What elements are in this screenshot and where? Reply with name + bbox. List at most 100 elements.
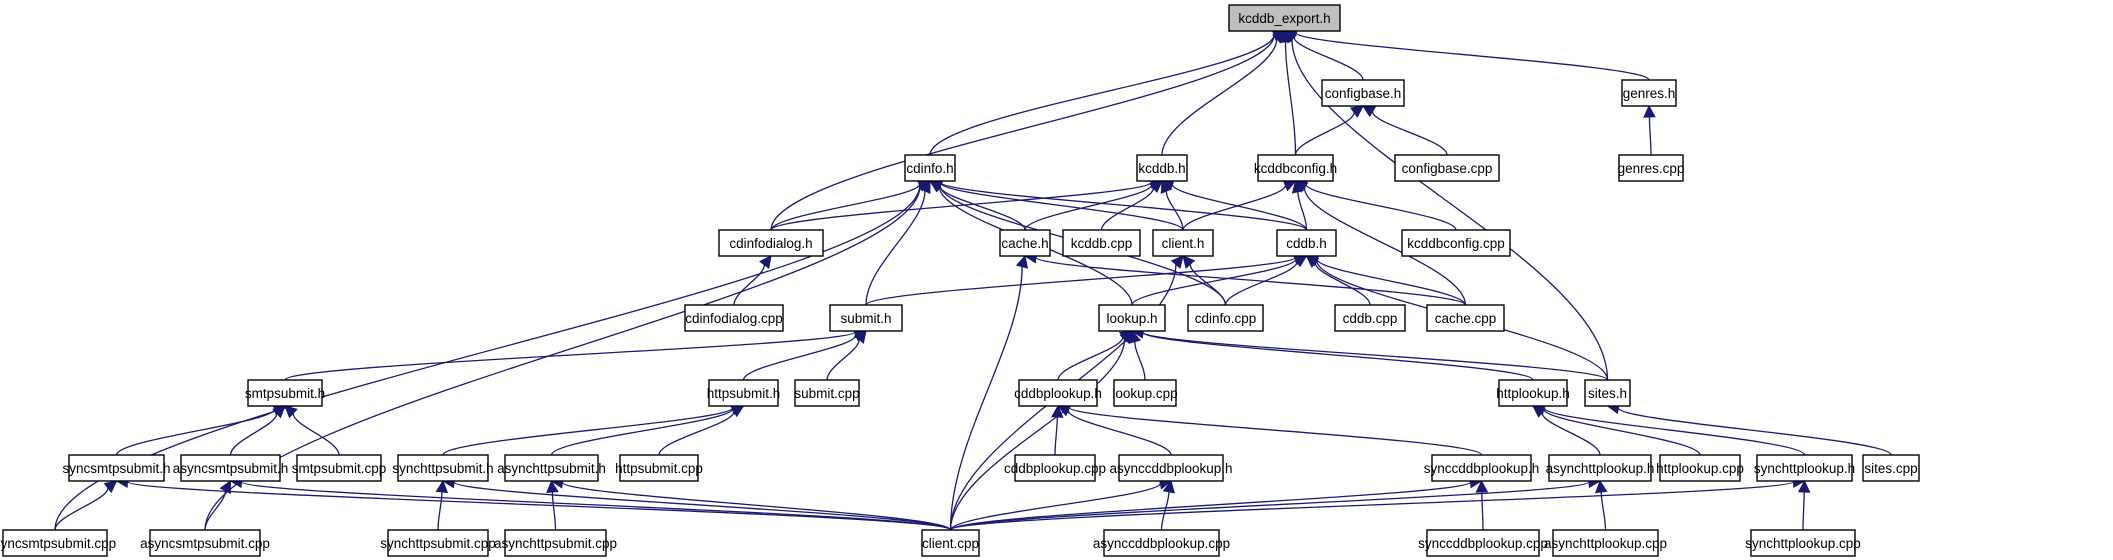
node-box[interactable] — [504, 529, 607, 557]
file-node[interactable]: httpsubmit.cpp — [615, 454, 703, 482]
file-node[interactable]: synchttplookup.h — [1754, 454, 1855, 482]
node-box[interactable] — [708, 379, 779, 407]
node-box[interactable] — [718, 229, 824, 257]
node-box[interactable] — [1018, 379, 1098, 407]
file-node[interactable]: cddbplookup.cpp — [1004, 454, 1106, 482]
file-node[interactable]: sites.h — [1584, 379, 1631, 407]
node-box[interactable] — [1394, 154, 1500, 182]
file-node[interactable]: cddb.h — [1276, 229, 1337, 257]
node-box[interactable] — [1659, 454, 1741, 482]
node-box[interactable] — [1334, 304, 1406, 332]
node-box[interactable] — [1750, 529, 1856, 557]
node-box[interactable] — [1113, 379, 1177, 407]
root-node[interactable]: kcddb_export.h — [1228, 4, 1341, 32]
node-box[interactable] — [794, 379, 860, 407]
node-box[interactable] — [619, 454, 699, 482]
file-node[interactable]: configbase.h — [1321, 79, 1405, 107]
file-node[interactable]: synccddbplookup.h — [1424, 454, 1540, 482]
edge-client-cpp-to-synchttpsubmit-h — [453, 481, 952, 531]
file-node[interactable]: cddb.cpp — [1334, 304, 1406, 332]
file-node[interactable]: syncsmtpsubmit.h — [62, 454, 171, 482]
file-node[interactable]: cdinfo.h — [904, 154, 956, 182]
node-box[interactable] — [1276, 229, 1337, 257]
node-box[interactable] — [247, 379, 323, 407]
node-box[interactable] — [1152, 229, 1214, 257]
node-box[interactable] — [1098, 304, 1166, 332]
node-box[interactable] — [829, 304, 903, 332]
file-node[interactable]: httplookup.h — [1496, 379, 1570, 407]
node-box[interactable] — [504, 454, 599, 482]
node-box[interactable] — [1584, 379, 1631, 407]
node-box[interactable] — [1621, 79, 1677, 107]
node-box[interactable] — [1321, 79, 1405, 107]
file-node[interactable]: smtpsubmit.h — [245, 379, 325, 407]
node-box[interactable] — [1548, 454, 1652, 482]
file-node[interactable]: submit.cpp — [794, 379, 860, 407]
node-box[interactable] — [397, 454, 489, 482]
node-box[interactable] — [904, 154, 956, 182]
node-box[interactable] — [1498, 379, 1568, 407]
node-box[interactable] — [1431, 454, 1532, 482]
file-node[interactable]: lookup.cpp — [1112, 379, 1178, 407]
file-node[interactable]: synccddbplookup.cpp — [1418, 529, 1548, 557]
file-node[interactable]: kcddbconfig.h — [1254, 154, 1337, 182]
node-box[interactable] — [180, 454, 281, 482]
node-box[interactable] — [921, 529, 980, 557]
file-node[interactable]: synchttpsubmit.h — [392, 454, 494, 482]
file-node[interactable]: client.cpp — [921, 529, 980, 557]
file-node[interactable]: asyncsmtpsubmit.h — [173, 454, 289, 482]
file-node[interactable]: cdinfo.cpp — [1187, 304, 1264, 332]
file-node[interactable]: kcddb.cpp — [1062, 229, 1141, 257]
file-node[interactable]: cddbplookup.h — [1014, 379, 1102, 407]
file-node[interactable]: cdinfodialog.cpp — [684, 304, 784, 332]
file-node[interactable]: asynchttpsubmit.cpp — [494, 529, 617, 557]
file-node[interactable]: kcddb.h — [1136, 154, 1188, 182]
node-box[interactable] — [1062, 229, 1141, 257]
file-node[interactable]: cdinfodialog.h — [718, 229, 824, 257]
file-node[interactable]: syncsmtpsubmit.cpp — [0, 529, 116, 557]
node-box[interactable] — [1862, 454, 1920, 482]
node-box[interactable] — [1756, 454, 1853, 482]
node-box[interactable] — [2, 529, 108, 557]
file-node[interactable]: asynchttplookup.cpp — [1544, 529, 1667, 557]
node-box[interactable] — [68, 454, 165, 482]
edge-syncsmtpsubmit-cpp-to-syncsmtpsubmit-h — [54, 487, 109, 531]
file-node[interactable]: configbase.cpp — [1394, 154, 1500, 182]
node-box[interactable] — [1401, 229, 1511, 257]
node-box[interactable] — [1187, 304, 1264, 332]
node-box[interactable] — [1136, 154, 1188, 182]
file-node[interactable]: asynccddbplookup.h — [1109, 454, 1233, 482]
file-node[interactable]: smtpsubmit.cpp — [292, 454, 387, 482]
node-box[interactable] — [1103, 529, 1220, 557]
file-node[interactable]: cache.h — [999, 229, 1051, 257]
node-box[interactable] — [1228, 4, 1341, 32]
file-node[interactable]: asynchttpsubmit.h — [497, 454, 606, 482]
node-box[interactable] — [149, 529, 261, 557]
node-box[interactable] — [1426, 304, 1505, 332]
file-node[interactable]: submit.h — [829, 304, 903, 332]
file-node[interactable]: asyncsmtpsubmit.cpp — [140, 529, 270, 557]
node-box[interactable] — [1257, 154, 1334, 182]
node-box[interactable] — [296, 454, 382, 482]
node-box[interactable] — [1618, 154, 1684, 182]
node-box[interactable] — [387, 529, 489, 557]
node-box[interactable] — [1552, 529, 1659, 557]
file-node[interactable]: kcddbconfig.cpp — [1401, 229, 1511, 257]
node-box[interactable] — [999, 229, 1051, 257]
file-node[interactable]: genres.h — [1621, 79, 1677, 107]
node-box[interactable] — [1426, 529, 1540, 557]
file-node[interactable]: lookup.h — [1098, 304, 1166, 332]
file-node[interactable]: httpsubmit.h — [707, 379, 781, 407]
file-node[interactable]: sites.cpp — [1862, 454, 1920, 482]
file-node[interactable]: httplookup.cpp — [1656, 454, 1744, 482]
file-node[interactable]: asynchttplookup.h — [1546, 454, 1655, 482]
node-box[interactable] — [684, 304, 784, 332]
file-node[interactable]: asynccddbplookup.cpp — [1093, 529, 1230, 557]
file-node[interactable]: genres.cpp — [1618, 154, 1685, 182]
file-node[interactable]: client.h — [1152, 229, 1214, 257]
node-box[interactable] — [1014, 454, 1096, 482]
file-node[interactable]: synchttplookup.cpp — [1745, 529, 1861, 557]
file-node[interactable]: synchttpsubmit.cpp — [380, 529, 496, 557]
node-box[interactable] — [1118, 454, 1224, 482]
file-node[interactable]: cache.cpp — [1426, 304, 1505, 332]
